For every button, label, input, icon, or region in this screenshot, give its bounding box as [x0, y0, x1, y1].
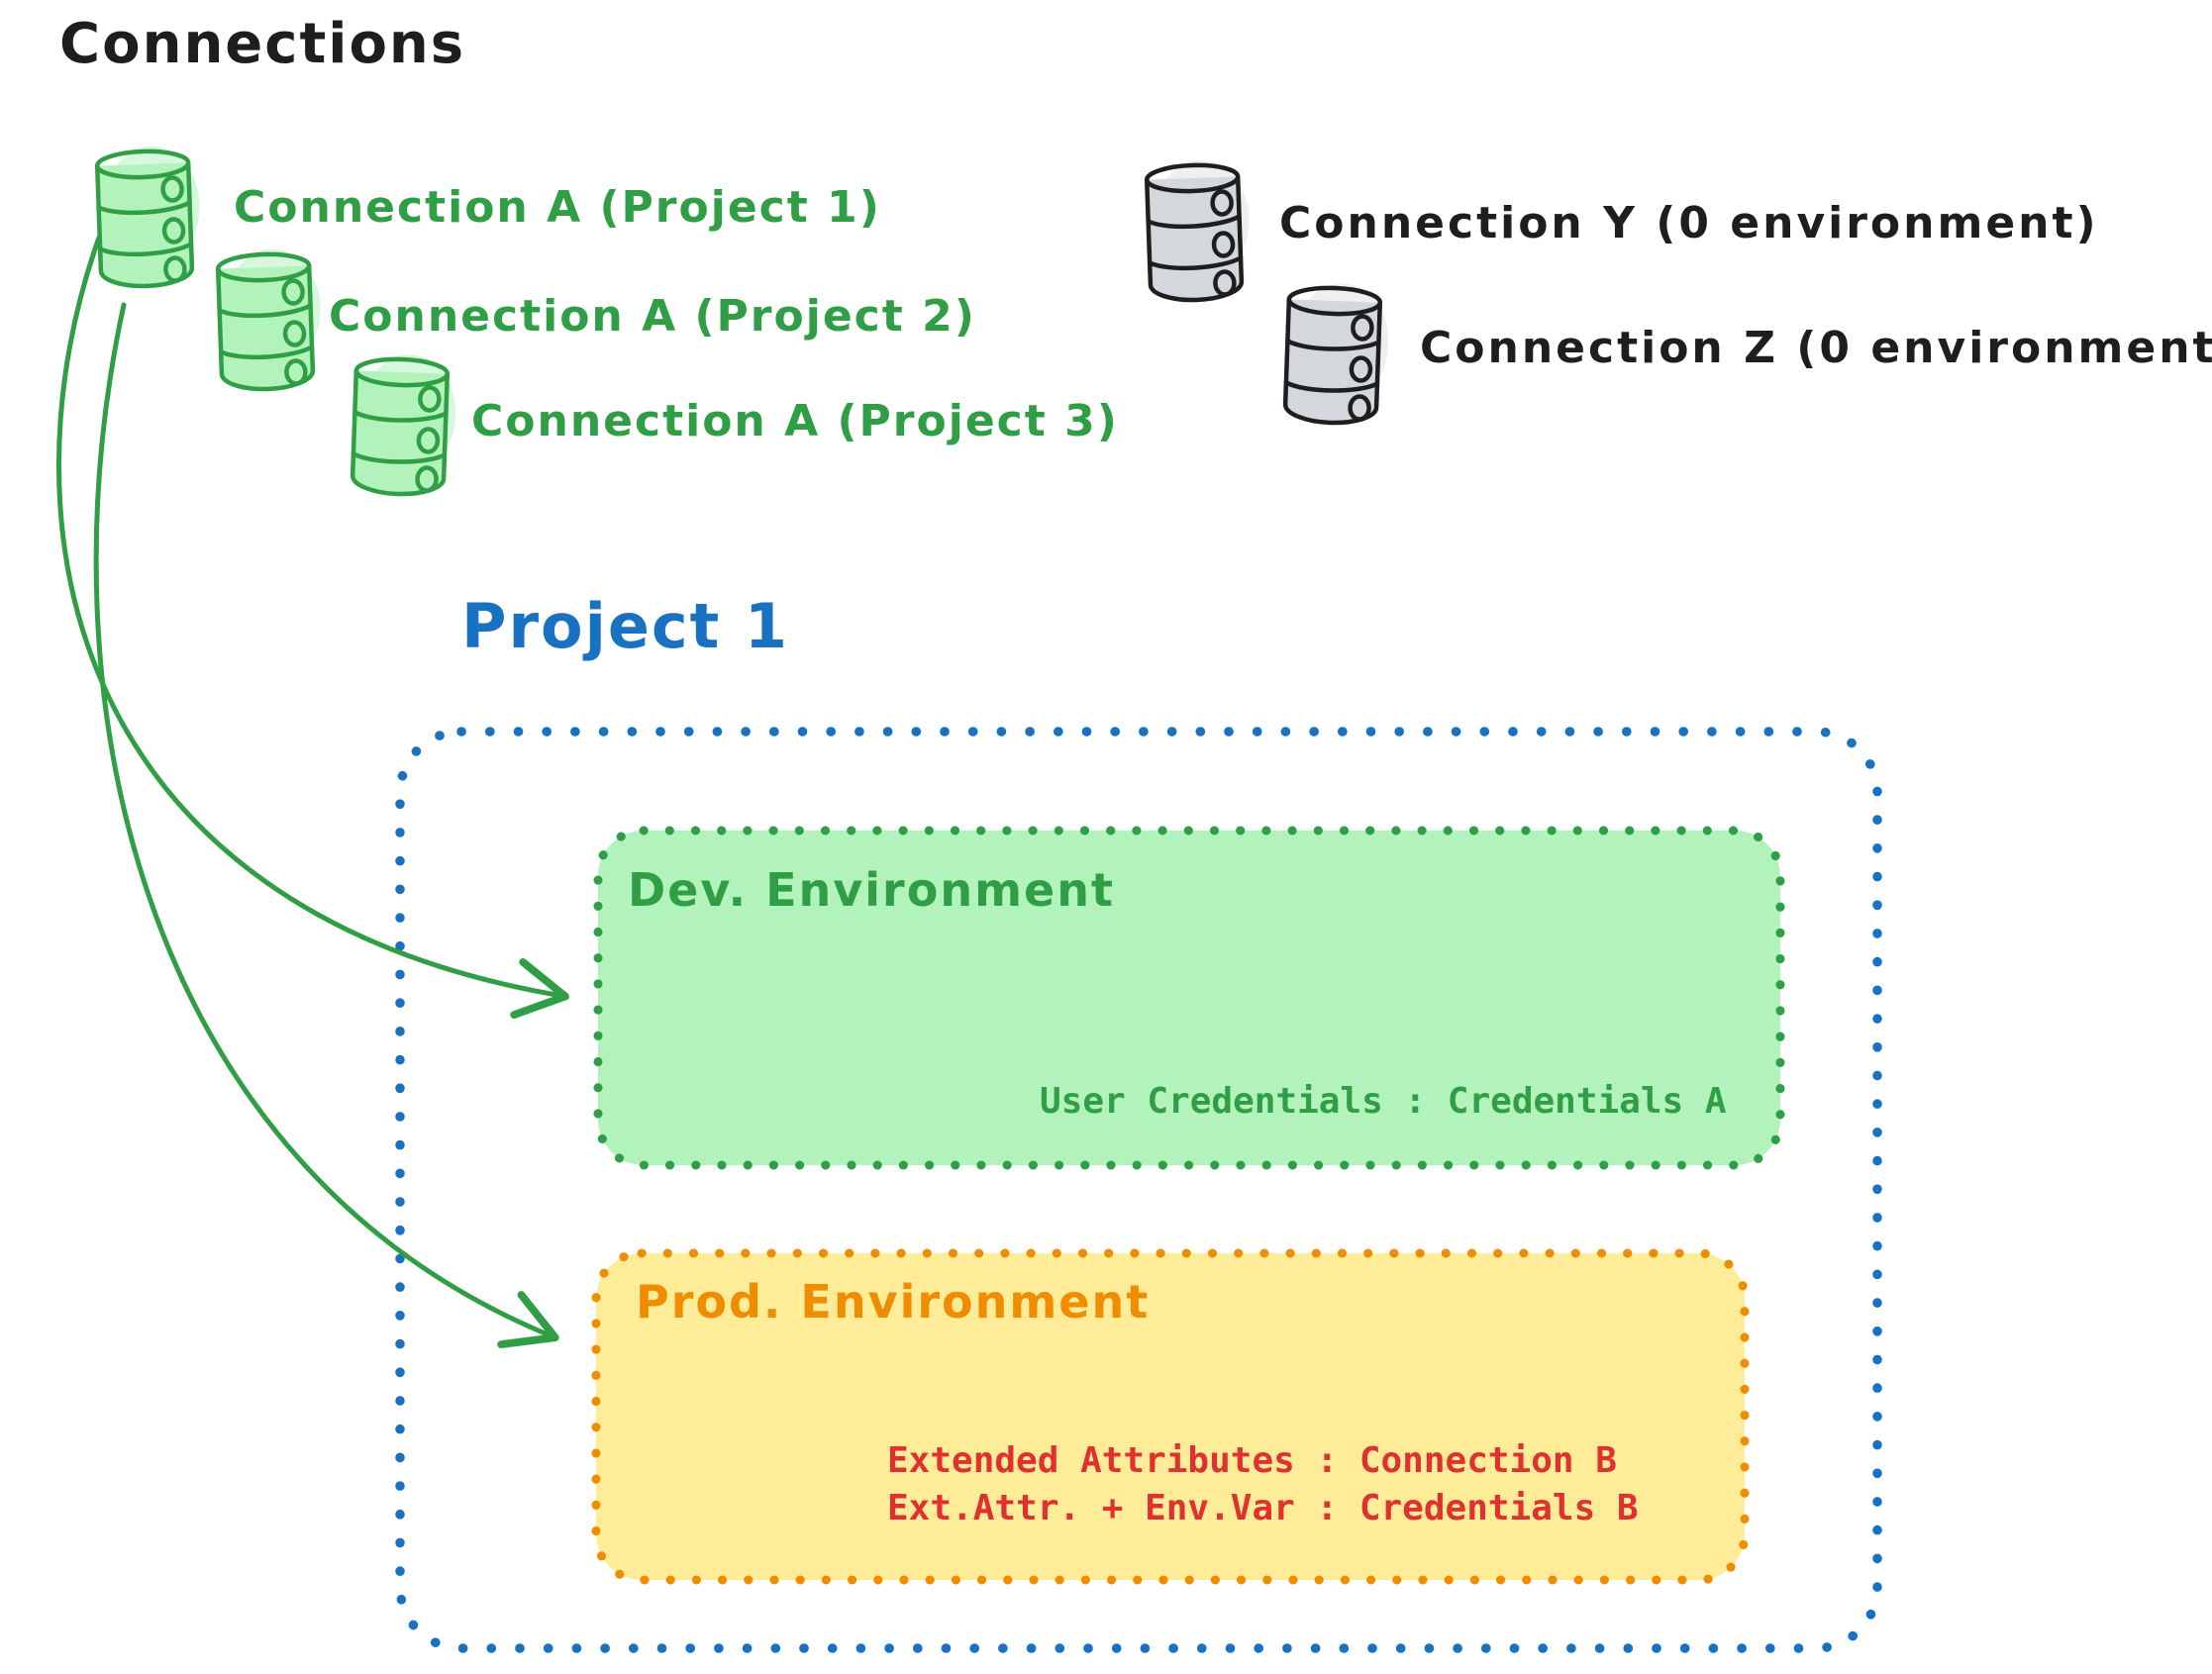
arrow-connection-a-to-prod-environment	[93, 302, 559, 1348]
dev-environment-box	[593, 826, 1785, 1170]
prod-env-var-mapping: Ext.Attr. + Env.Var : Credentials B	[887, 1488, 1639, 1528]
connection-label-a-project-3: Connection A (Project 3)	[471, 396, 1119, 446]
prod-environment-title: Prod. Environment	[636, 1275, 1151, 1329]
project-1-box	[395, 727, 1882, 1653]
connection-label-z: Connection Z (0 environment)	[1420, 323, 2212, 373]
dev-credentials-mapping: User Credentials : Credentials A	[1040, 1081, 1727, 1122]
dev-environment-title: Dev. Environment	[628, 863, 1115, 917]
connection-label-a-project-2: Connection A (Project 2)	[329, 291, 976, 342]
prod-mappings: Extended Attributes : Connection B Ext.A…	[887, 1437, 1639, 1532]
database-icon-connection-a-3	[350, 354, 455, 497]
database-icon-connection-a-1	[94, 146, 200, 289]
page-title: Connections	[59, 12, 466, 76]
database-icon-connection-a-2	[215, 248, 321, 392]
connection-label-y: Connection Y (0 environment)	[1279, 198, 2099, 248]
database-icon-connection-z	[1282, 283, 1388, 426]
connection-label-a-project-1: Connection A (Project 1)	[234, 182, 881, 233]
database-icon-connection-y	[1144, 159, 1250, 303]
project-1-title: Project 1	[461, 590, 790, 662]
prod-extended-attributes-mapping: Extended Attributes : Connection B	[887, 1440, 1617, 1481]
prod-environment-box	[591, 1248, 1750, 1585]
